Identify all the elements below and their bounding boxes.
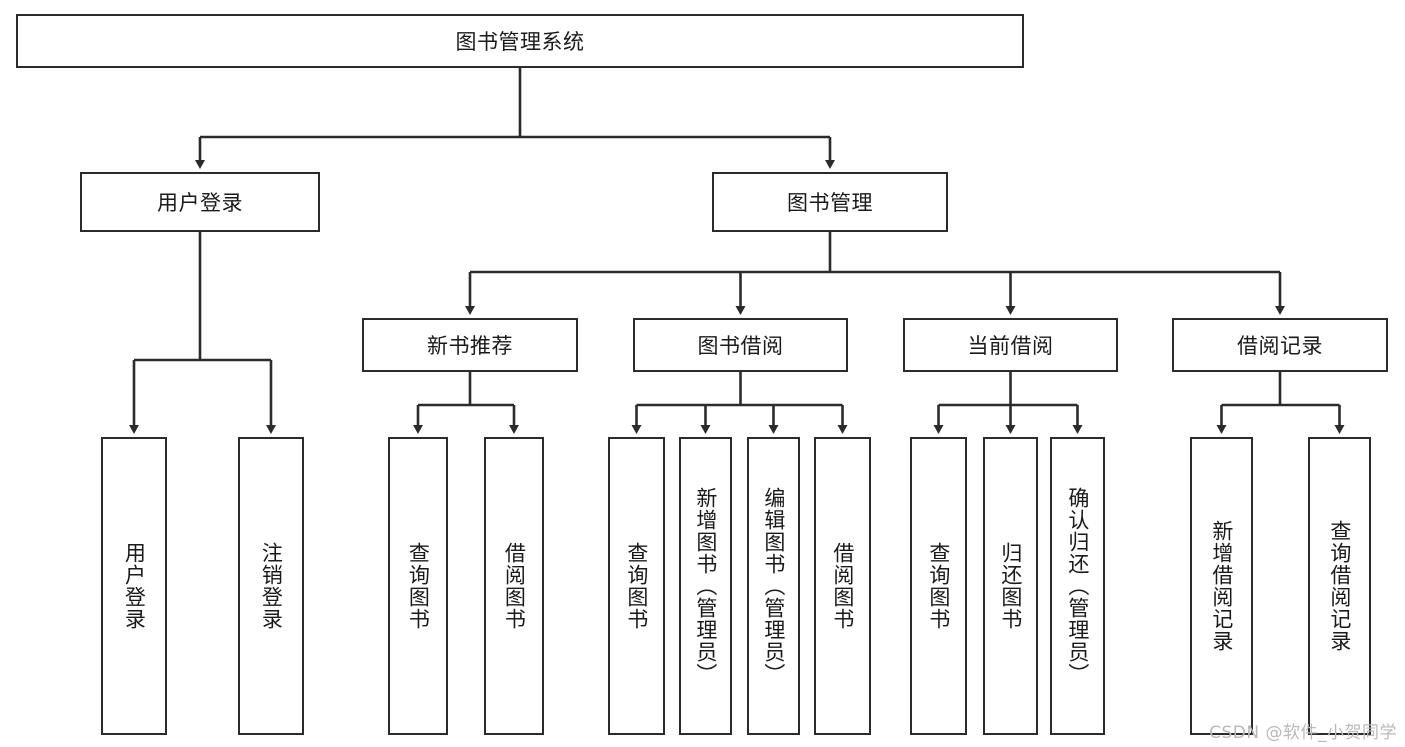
node-label-leaf-query-book-2: 查询图书 (624, 542, 649, 630)
node-leaf-return-book[interactable]: 归还图书 (983, 437, 1038, 735)
node-borrow-record[interactable]: 借阅记录 (1172, 318, 1388, 372)
node-leaf-borrow-book-2[interactable]: 借阅图书 (814, 437, 871, 735)
node-label-current-borrow: 当前借阅 (967, 334, 1054, 358)
node-book-borrow[interactable]: 图书借阅 (633, 318, 848, 372)
node-label-book-borrow: 图书借阅 (697, 334, 784, 358)
node-label-leaf-return-book: 归还图书 (998, 542, 1023, 630)
node-new-book-recommend[interactable]: 新书推荐 (362, 318, 578, 372)
node-label-root: 图书管理系统 (455, 30, 585, 54)
node-label-leaf-query-book-1: 查询图书 (406, 542, 431, 630)
node-leaf-user-logout[interactable]: 注销登录 (238, 437, 304, 735)
node-label-borrow-record: 借阅记录 (1237, 334, 1323, 358)
node-current-borrow[interactable]: 当前借阅 (903, 318, 1118, 372)
node-label-leaf-edit-book-admin: 编辑图书（管理员） (761, 487, 786, 685)
watermark-label: CSDN @软件_小贺同学 (1209, 723, 1397, 743)
node-root[interactable]: 图书管理系统 (16, 14, 1024, 68)
node-book-manage[interactable]: 图书管理 (712, 172, 948, 232)
node-label-book-manage: 图书管理 (787, 191, 873, 215)
node-label-leaf-query-record: 查询借阅记录 (1327, 520, 1352, 652)
node-label-leaf-add-book-admin: 新增图书（管理员） (693, 487, 718, 685)
node-label-new-book-recommend: 新书推荐 (427, 334, 513, 358)
node-leaf-query-book-1[interactable]: 查询图书 (388, 437, 448, 735)
node-label-leaf-add-record: 新增借阅记录 (1209, 520, 1234, 652)
node-leaf-user-login[interactable]: 用户登录 (101, 437, 167, 735)
node-label-leaf-borrow-book-2: 借阅图书 (830, 542, 855, 630)
node-label-leaf-user-login: 用户登录 (122, 542, 147, 630)
node-leaf-add-record[interactable]: 新增借阅记录 (1190, 437, 1253, 735)
node-leaf-query-book-2[interactable]: 查询图书 (608, 437, 665, 735)
node-label-leaf-user-logout: 注销登录 (259, 542, 284, 630)
node-user-login[interactable]: 用户登录 (80, 172, 320, 232)
node-label-user-login: 用户登录 (157, 191, 243, 215)
node-leaf-confirm-return[interactable]: 确认归还（管理员） (1050, 437, 1105, 735)
node-leaf-borrow-book-1[interactable]: 借阅图书 (484, 437, 544, 735)
node-leaf-edit-book-admin[interactable]: 编辑图书（管理员） (747, 437, 800, 735)
node-leaf-query-record[interactable]: 查询借阅记录 (1308, 437, 1371, 735)
node-label-leaf-confirm-return: 确认归还（管理员） (1065, 487, 1090, 685)
node-leaf-add-book-admin[interactable]: 新增图书（管理员） (679, 437, 732, 735)
node-label-leaf-borrow-book-1: 借阅图书 (502, 542, 527, 630)
node-label-leaf-query-book-3: 查询图书 (926, 542, 951, 630)
node-leaf-query-book-3[interactable]: 查询图书 (910, 437, 967, 735)
